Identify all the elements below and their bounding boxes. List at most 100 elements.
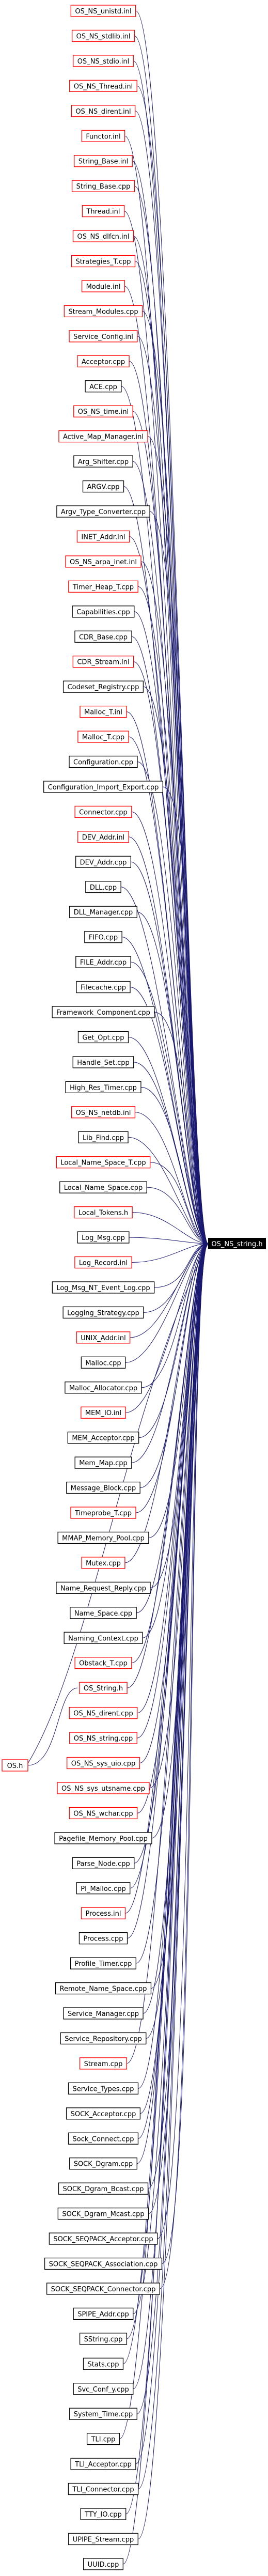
node-strategies-t-cpp[interactable]: Strategies_T.cpp xyxy=(71,255,136,268)
node-system-time-cpp[interactable]: System_Time.cpp xyxy=(69,2408,137,2420)
node-spipe-addr-cpp[interactable]: SPIPE_Addr.cpp xyxy=(73,2307,134,2320)
node-mem-acceptor-cpp[interactable]: MEM_Acceptor.cpp xyxy=(67,1431,139,1444)
node-sock-seqpack-connector-cpp[interactable]: SOCK_SEQPACK_Connector.cpp xyxy=(46,2283,161,2295)
node-os-h[interactable]: OS.h xyxy=(2,1759,28,1772)
node-malloc-allocator-cpp[interactable]: Malloc_Allocator.cpp xyxy=(65,1382,142,1394)
node-tli-cpp[interactable]: TLI.cpp xyxy=(86,2432,120,2445)
node-sock-seqpack-association-cpp[interactable]: SOCK_SEQPACK_Association.cpp xyxy=(44,2257,163,2270)
node-thread-inl[interactable]: Thread.inl xyxy=(82,205,125,218)
node-pagefile-memory-pool-cpp[interactable]: Pagefile_Memory_Pool.cpp xyxy=(54,1832,152,1844)
node-malloc-t-cpp[interactable]: Malloc_T.cpp xyxy=(77,731,129,743)
target-node[interactable]: OS_NS_string.h xyxy=(208,1238,266,1249)
node-filecache-cpp[interactable]: Filecache.cpp xyxy=(76,981,131,994)
node-process-cpp[interactable]: Process.cpp xyxy=(78,1932,128,1945)
node-timeprobe-t-cpp[interactable]: Timeprobe_T.cpp xyxy=(70,1507,136,1519)
node-malloc-cpp[interactable]: Malloc.cpp xyxy=(81,1356,126,1369)
node-service-repository-cpp[interactable]: Service_Repository.cpp xyxy=(60,2032,147,2045)
node-os-ns-arpa-inet-inl[interactable]: OS_NS_arpa_inet.inl xyxy=(65,555,141,568)
node-cdr-stream-inl[interactable]: CDR_Stream.inl xyxy=(72,656,134,668)
node-configuration-import-export-cpp[interactable]: Configuration_Import_Export.cpp xyxy=(43,781,163,793)
node-ace-cpp[interactable]: ACE.cpp xyxy=(85,380,122,393)
node-acceptor-cpp[interactable]: Acceptor.cpp xyxy=(77,355,130,367)
node-mem-io-inl[interactable]: MEM_IO.inl xyxy=(81,1406,126,1419)
node-stream-modules-cpp[interactable]: Stream_Modules.cpp xyxy=(64,305,143,318)
node-os-ns-string-cpp[interactable]: OS_NS_string.cpp xyxy=(69,1732,137,1744)
node-module-inl[interactable]: Module.inl xyxy=(81,280,125,292)
node-os-ns-unistd-inl[interactable]: OS_NS_unistd.inl xyxy=(70,5,136,17)
node-capabilities-cpp[interactable]: Capabilities.cpp xyxy=(72,606,135,618)
node-service-config-inl[interactable]: Service_Config.inl xyxy=(69,330,138,343)
node-logging-strategy-cpp[interactable]: Logging_Strategy.cpp xyxy=(62,1306,144,1319)
node-uuid-cpp[interactable]: UUID.cpp xyxy=(83,2558,123,2570)
node-os-ns-dlfcn-inl[interactable]: OS_NS_dlfcn.inl xyxy=(72,230,134,242)
node-argv-type-converter-cpp[interactable]: Argv_Type_Converter.cpp xyxy=(56,505,150,518)
node-os-ns-sys-uio-cpp[interactable]: OS_NS_sys_uio.cpp xyxy=(67,1757,140,1770)
node-log-msg-nt-event-log-cpp[interactable]: Log_Msg_NT_Event_Log.cpp xyxy=(52,1281,155,1294)
node-local-name-space-cpp[interactable]: Local_Name_Space.cpp xyxy=(59,1181,147,1193)
node-functor-inl[interactable]: Functor.inl xyxy=(81,130,125,142)
node-pi-malloc-cpp[interactable]: PI_Malloc.cpp xyxy=(76,1882,131,1895)
node-dll-cpp[interactable]: DLL.cpp xyxy=(85,881,121,893)
node-sock-connect-cpp[interactable]: Sock_Connect.cpp xyxy=(68,2132,139,2145)
node-active-map-manager-inl[interactable]: Active_Map_Manager.inl xyxy=(58,430,148,443)
node-dev-addr-cpp[interactable]: DEV_Addr.cpp xyxy=(75,856,132,868)
node-os-ns-sys-utsname-cpp[interactable]: OS_NS_sys_utsname.cpp xyxy=(57,1782,150,1794)
node-os-ns-time-inl[interactable]: OS_NS_time.inl xyxy=(73,405,133,417)
node-handle-set-cpp[interactable]: Handle_Set.cpp xyxy=(72,1056,134,1068)
node-parse-node-cpp[interactable]: Parse_Node.cpp xyxy=(72,1857,135,1869)
node-local-name-space-t-cpp[interactable]: Local_Name_Space_T.cpp xyxy=(56,1156,151,1169)
node-tli-connector-cpp[interactable]: TLI_Connector.cpp xyxy=(68,2482,139,2495)
node-configuration-cpp[interactable]: Configuration.cpp xyxy=(69,755,138,768)
node-sock-dgram-mcast-cpp[interactable]: SOCK_Dgram_Mcast.cpp xyxy=(57,2207,149,2220)
node-service-manager-cpp[interactable]: Service_Manager.cpp xyxy=(63,2007,144,2020)
node-log-msg-cpp[interactable]: Log_Msg.cpp xyxy=(77,1231,130,1244)
node-timer-heap-t-cpp[interactable]: Timer_Heap_T.cpp xyxy=(68,580,138,593)
node-string-base-inl[interactable]: String_Base.inl xyxy=(74,155,133,167)
node-naming-context-cpp[interactable]: Naming_Context.cpp xyxy=(64,1632,143,1644)
node-unix-addr-inl[interactable]: UNIX_Addr.inl xyxy=(76,1331,131,1344)
node-lib-find-cpp[interactable]: Lib_Find.cpp xyxy=(78,1131,129,1143)
node-arg-shifter-cpp[interactable]: Arg_Shifter.cpp xyxy=(73,455,133,468)
node-name-request-reply-cpp[interactable]: Name_Request_Reply.cpp xyxy=(56,1581,151,1594)
node-codeset-registry-cpp[interactable]: Codeset_Registry.cpp xyxy=(62,680,144,693)
node-mutex-cpp[interactable]: Mutex.cpp xyxy=(81,1557,125,1569)
node-message-block-cpp[interactable]: Message_Block.cpp xyxy=(66,1481,140,1494)
node-dll-manager-cpp[interactable]: DLL_Manager.cpp xyxy=(69,906,137,918)
node-name-space-cpp[interactable]: Name_Space.cpp xyxy=(70,1607,137,1619)
node-connector-cpp[interactable]: Connector.cpp xyxy=(74,805,132,818)
node-remote-name-space-cpp[interactable]: Remote_Name_Space.cpp xyxy=(55,1982,152,1995)
node-tli-acceptor-cpp[interactable]: TLI_Acceptor.cpp xyxy=(70,2458,136,2470)
node-os-ns-stdio-inl[interactable]: OS_NS_stdio.inl xyxy=(73,55,134,67)
node-sstring-cpp[interactable]: SString.cpp xyxy=(79,2333,128,2345)
node-argv-cpp[interactable]: ARGV.cpp xyxy=(82,480,124,493)
node-sock-seqpack-acceptor-cpp[interactable]: SOCK_SEQPACK_Acceptor.cpp xyxy=(49,2232,158,2245)
node-get-opt-cpp[interactable]: Get_Opt.cpp xyxy=(77,1031,129,1044)
node-os-ns-stdlib-inl[interactable]: OS_NS_stdlib.inl xyxy=(72,29,135,42)
node-mmap-memory-pool-cpp[interactable]: MMAP_Memory_Pool.cpp xyxy=(57,1531,149,1544)
node-os-ns-thread-inl[interactable]: OS_NS_Thread.inl xyxy=(69,80,137,92)
node-framework-component-cpp[interactable]: Framework_Component.cpp xyxy=(52,1006,155,1018)
node-malloc-t-inl[interactable]: Malloc_T.inl xyxy=(80,705,127,718)
node-string-base-cpp[interactable]: String_Base.cpp xyxy=(71,180,135,192)
node-sock-acceptor-cpp[interactable]: SOCK_Acceptor.cpp xyxy=(66,2107,141,2120)
node-stats-cpp[interactable]: Stats.cpp xyxy=(83,2357,124,2370)
node-high-res-timer-cpp[interactable]: High_Res_Timer.cpp xyxy=(65,1081,141,1094)
node-os-ns-wchar-cpp[interactable]: OS_NS_wchar.cpp xyxy=(69,1807,138,1820)
node-profile-timer-cpp[interactable]: Profile_Timer.cpp xyxy=(70,1957,136,1969)
node-sock-dgram-bcast-cpp[interactable]: SOCK_Dgram_Bcast.cpp xyxy=(58,2182,149,2195)
node-sock-dgram-cpp[interactable]: SOCK_Dgram.cpp xyxy=(69,2158,137,2170)
node-dev-addr-inl[interactable]: DEV_Addr.inl xyxy=(77,831,129,843)
node-cdr-base-cpp[interactable]: CDR_Base.cpp xyxy=(74,630,132,643)
node-inet-addr-inl[interactable]: INET_Addr.inl xyxy=(76,530,130,543)
node-tty-io-cpp[interactable]: TTY_IO.cpp xyxy=(80,2508,127,2520)
node-svc-conf-y-cpp[interactable]: Svc_Conf_y.cpp xyxy=(73,2383,134,2395)
node-stream-cpp[interactable]: Stream.cpp xyxy=(79,2057,128,2070)
node-fifo-cpp[interactable]: FIFO.cpp xyxy=(84,931,122,943)
node-os-ns-netdb-inl[interactable]: OS_NS_netdb.inl xyxy=(71,1106,136,1119)
node-obstack-t-cpp[interactable]: Obstack_T.cpp xyxy=(74,1657,132,1669)
node-local-tokens-h[interactable]: Local_Tokens.h xyxy=(74,1206,133,1219)
node-service-types-cpp[interactable]: Service_Types.cpp xyxy=(68,2082,139,2095)
node-os-ns-dirent-inl[interactable]: OS_NS_dirent.inl xyxy=(71,105,136,117)
node-file-addr-cpp[interactable]: FILE_Addr.cpp xyxy=(75,956,131,968)
node-mem-map-cpp[interactable]: Mem_Map.cpp xyxy=(74,1456,132,1469)
